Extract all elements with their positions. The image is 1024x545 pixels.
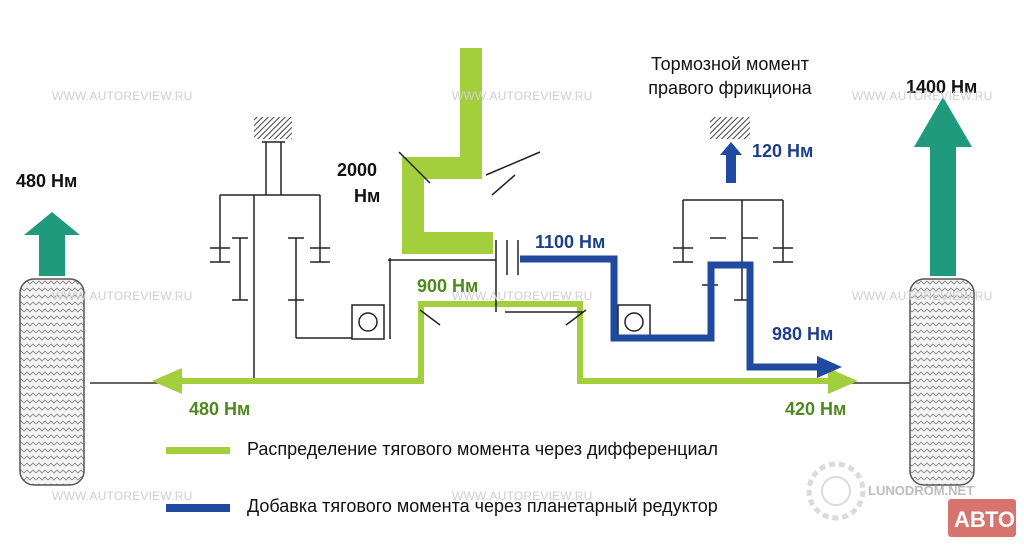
input-torque-value: 2000 [337, 160, 378, 180]
legend-green-swatch [166, 447, 230, 454]
watermark-text: WWW.AUTOREVIEW.RU [52, 89, 193, 103]
watermark-text: WWW.AUTOREVIEW.RU [852, 89, 993, 103]
input-torque-unit: Нм [354, 186, 381, 206]
watermark-text: WWW.AUTOREVIEW.RU [852, 289, 993, 303]
blue-planetary-path [520, 255, 822, 371]
watermark-text: WWW.AUTOREVIEW.RU [452, 289, 593, 303]
green-differential-path [175, 301, 832, 384]
watermark-text: WWW.AUTOREVIEW.RU [52, 289, 193, 303]
right-friction-clutch [673, 117, 793, 301]
left-tire [19, 278, 85, 486]
green-left-arrowhead [152, 368, 182, 394]
gear-mesh-lines [388, 151, 587, 339]
left-wheel-torque-arrow [24, 212, 80, 276]
logo-watermark-text: LUNODROM.NET [868, 483, 975, 498]
right-shaft-torque-label: 420 Нм [785, 399, 847, 419]
right-bearing [617, 304, 651, 340]
brake-note-line1: Тормозной момент [650, 54, 809, 74]
left-wheel-torque-label: 480 Нм [16, 171, 78, 191]
blue-right-arrowhead [817, 356, 842, 378]
blue-brake-arrow [720, 142, 742, 183]
brake-note: Тормозной момент правого фрикциона [632, 52, 828, 100]
legend-green-text: Распределение тягового момента через диф… [247, 439, 719, 459]
watermark-text: WWW.AUTOREVIEW.RU [52, 489, 193, 503]
watermark-text: WWW.AUTOREVIEW.RU [452, 489, 593, 503]
right-added-torque-label: 980 Нм [772, 324, 834, 344]
right-tire [909, 278, 975, 486]
diff-torque-label: 900 Нм [417, 276, 479, 296]
left-friction-clutch [210, 117, 354, 383]
green-right-arrowhead [828, 368, 858, 394]
legend-blue-swatch [166, 504, 230, 512]
brake-torque-label: 120 Нм [752, 141, 814, 161]
right-wheel-torque-label: 1400 Нм [906, 77, 978, 97]
brake-note-line2: правого фрикциона [648, 78, 812, 98]
right-wheel-torque-arrow [914, 97, 972, 276]
legend-blue-text: Добавка тягового момента через планетарн… [247, 496, 718, 516]
planetary-torque-label: 1100 Нм [535, 232, 606, 252]
left-bearing [351, 304, 385, 340]
left-shaft-torque-label: 480 Нм [189, 399, 251, 419]
green-input-path [402, 48, 493, 254]
watermark-text: WWW.AUTOREVIEW.RU [452, 89, 593, 103]
